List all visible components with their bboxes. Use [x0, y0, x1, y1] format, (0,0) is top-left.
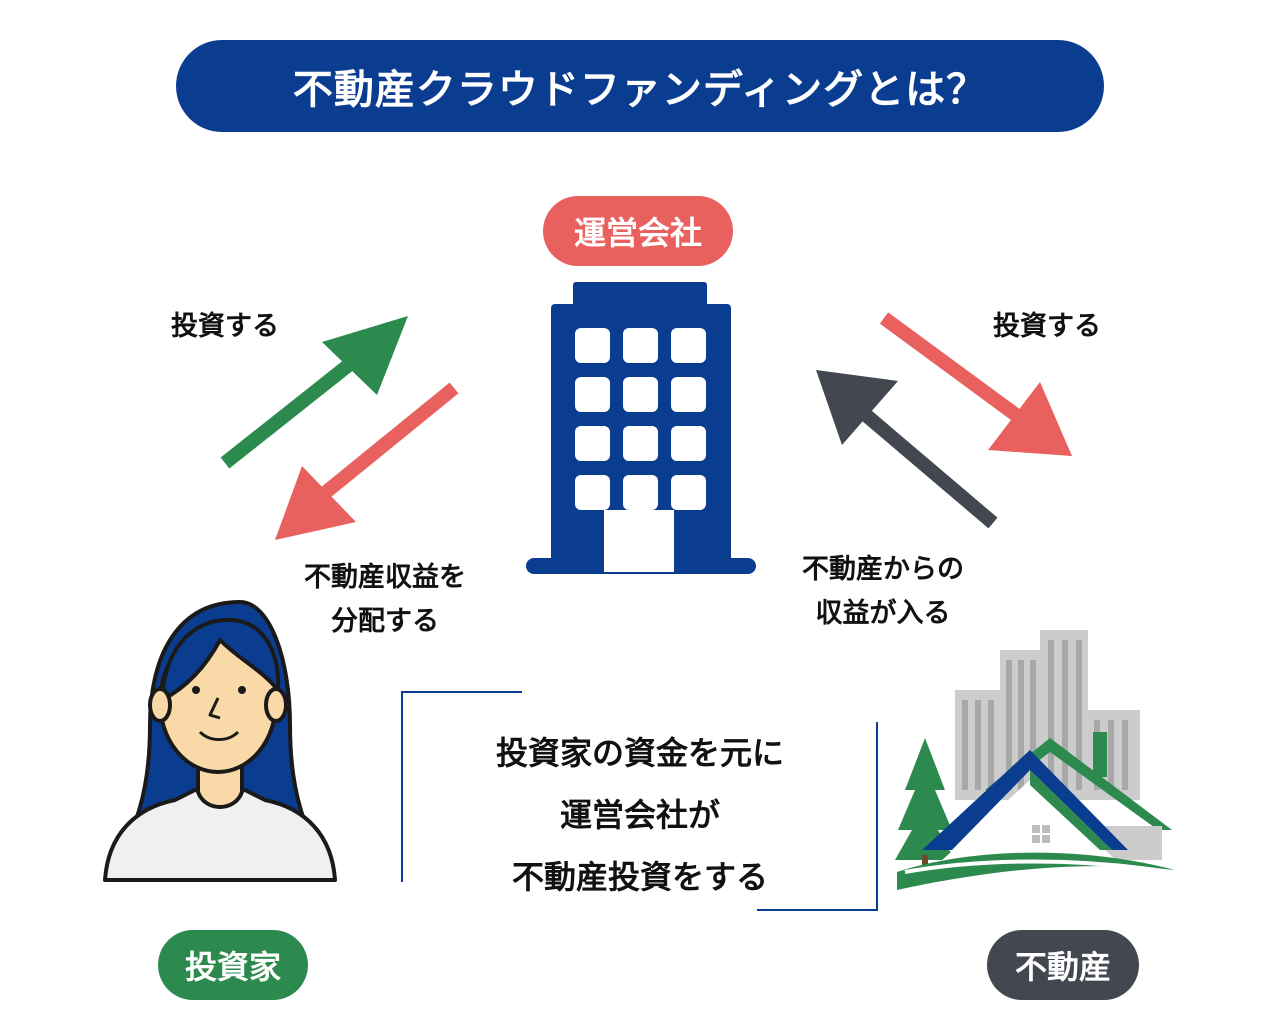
- flow-label-investor-invest: 投資する: [171, 311, 279, 342]
- flow-label-company-income-line2: 収益が入る: [815, 598, 951, 629]
- flow-label-company-invest: 投資する: [993, 311, 1101, 342]
- page-title: 不動産クラウドファンディングとは？: [176, 40, 1104, 132]
- arrow-realestate-to-company: [816, 370, 998, 529]
- real-estate-house-icon: [895, 630, 1175, 890]
- investor-label: 投資家: [158, 930, 308, 1000]
- summary-line3: 不動産投資をする: [511, 858, 768, 896]
- summary-line2: 運営会社が: [559, 796, 720, 834]
- office-building-icon: [526, 282, 756, 574]
- summary-line1: 投資家の資金を元に: [495, 734, 784, 772]
- real-estate-label: 不動産: [987, 930, 1139, 1000]
- arrow-investor-to-company: [220, 316, 408, 469]
- flow-label-investor-profit: 不動産収益を 分配する: [270, 556, 500, 644]
- flow-label-company-income-line1: 不動産からの: [802, 554, 964, 585]
- company-label: 運営会社: [543, 196, 733, 266]
- flow-label-investor-profit-line2: 分配する: [331, 606, 439, 637]
- investor-person-icon: [103, 600, 337, 882]
- flow-label-investor-profit-line1: 不動産収益を: [304, 562, 466, 593]
- summary-text: 投資家の資金を元に 運営会社が 不動産投資をする: [420, 722, 860, 908]
- flow-label-company-income: 不動産からの 収益が入る: [768, 548, 998, 636]
- summary-frame: [401, 691, 878, 911]
- arrow-company-to-investor: [275, 382, 459, 540]
- arrow-company-to-realestate: [879, 312, 1072, 456]
